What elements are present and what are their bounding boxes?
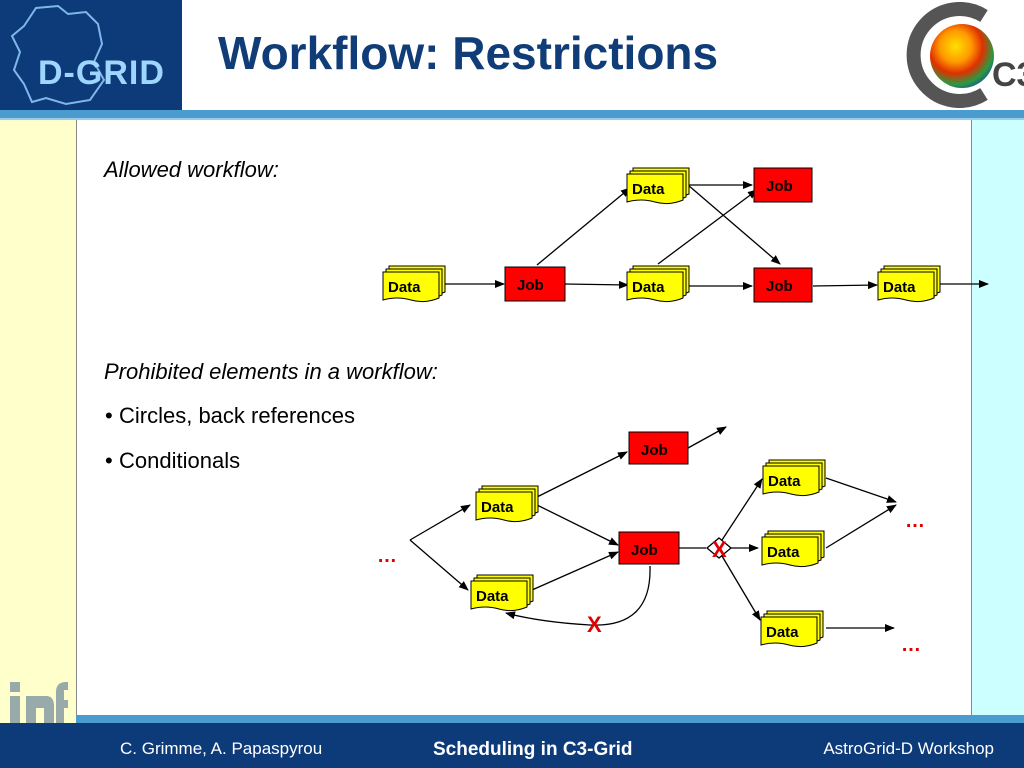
job-node-label: Job: [631, 542, 658, 559]
data-node: Data: [626, 167, 690, 205]
right-sidebar-strip: [971, 120, 1024, 715]
inf-logo-icon: [10, 682, 68, 728]
data-node-label: Data: [767, 544, 800, 561]
job-node-label: Job: [641, 442, 668, 459]
allowed-workflow-heading: Allowed workflow:: [104, 157, 279, 182]
data-node-label: Data: [766, 624, 799, 641]
footer-event: AstroGrid-D Workshop: [823, 739, 994, 758]
c3-logo: C3: [896, 2, 1024, 108]
bullet-item: •Circles, back references: [105, 403, 355, 428]
prohibited-conditional-marker: X: [712, 537, 727, 562]
c3-logo-text: C3: [992, 56, 1024, 94]
inf-logo: [6, 678, 70, 739]
data-node-label: Data: [481, 499, 514, 516]
job-node: Job: [753, 267, 813, 303]
bullet-item: •Conditionals: [105, 448, 241, 473]
job-node-label: Job: [517, 277, 544, 294]
data-node-label: Data: [768, 473, 801, 490]
data-node: Data: [762, 459, 826, 497]
job-node: Job: [618, 531, 680, 565]
job-node: Job: [504, 266, 566, 302]
footer-title: Scheduling in C3-Grid: [433, 739, 633, 760]
data-node: Data: [475, 485, 539, 523]
data-node-label: Data: [476, 588, 509, 605]
page-title: Workflow: Restrictions: [218, 27, 719, 79]
data-node: Data: [626, 265, 690, 303]
data-node: Data: [470, 574, 534, 612]
germany-map-icon: [10, 4, 106, 106]
ellipsis-marker: …: [377, 545, 397, 567]
bullet-item-label: Circles, back references: [119, 403, 355, 428]
footer: C. Grimme, A. Papaspyrou Scheduling in C…: [0, 723, 1024, 768]
data-node: Data: [382, 265, 446, 303]
job-node-label: Job: [766, 178, 793, 195]
data-node: Data: [877, 265, 941, 303]
dgrid-logo-text: D-GRID: [38, 54, 165, 92]
footer-divider: [76, 715, 1024, 723]
dgrid-logo: D-GRID: [0, 0, 182, 110]
data-node-label: Data: [883, 279, 916, 296]
header-divider: [0, 110, 1024, 118]
prohibited-backref-marker: X: [587, 612, 602, 637]
data-node-label: Data: [632, 181, 665, 198]
bullet-item-label: Conditionals: [119, 448, 241, 473]
prohibited-elements-heading: Prohibited elements in a workflow:: [104, 359, 438, 384]
job-node: Job: [628, 431, 689, 465]
ellipsis-marker: …: [901, 634, 921, 656]
header-divider-light: [0, 118, 1024, 120]
left-sidebar-strip: [0, 120, 77, 745]
footer-authors: C. Grimme, A. Papaspyrou: [120, 739, 323, 758]
ellipsis-marker: …: [905, 510, 925, 532]
data-node: Data: [761, 530, 825, 568]
job-node-label: Job: [766, 278, 793, 295]
data-node-label: Data: [388, 279, 421, 296]
job-node: Job: [753, 167, 813, 203]
data-node: Data: [760, 610, 824, 648]
data-node-label: Data: [632, 279, 665, 296]
